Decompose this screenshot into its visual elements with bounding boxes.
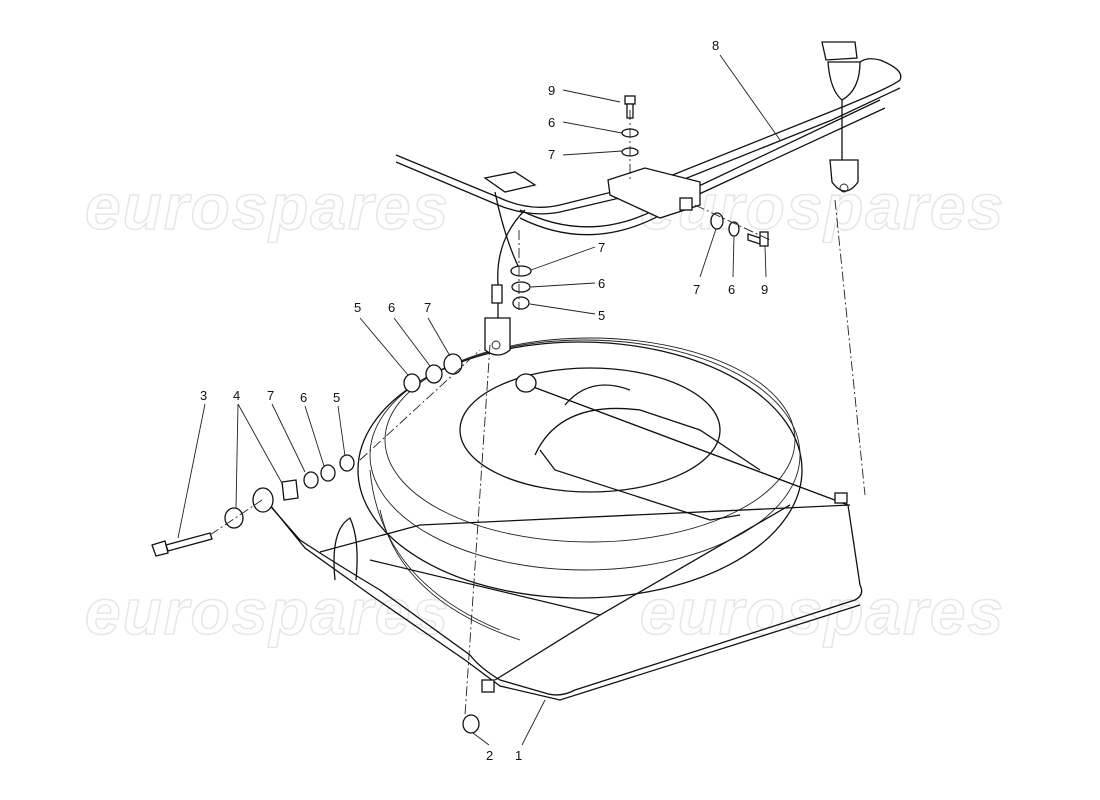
callout-2: 2 — [486, 748, 493, 763]
callout-numbers: 8 9 6 7 7 6 5 7 6 9 5 6 7 3 4 7 6 5 2 1 — [200, 38, 768, 763]
callout-5: 5 — [354, 300, 361, 315]
callout-7: 7 — [693, 282, 700, 297]
callout-7: 7 — [424, 300, 431, 315]
fasteners — [151, 95, 848, 734]
callout-4: 4 — [233, 388, 240, 403]
tyre-support-frame — [264, 381, 863, 701]
callout-5: 5 — [333, 390, 340, 405]
callout-9: 9 — [548, 83, 555, 98]
spare-tyre — [357, 337, 803, 641]
callout-3: 3 — [200, 388, 207, 403]
callout-7: 7 — [267, 388, 274, 403]
callout-6: 6 — [388, 300, 395, 315]
callout-7: 7 — [598, 240, 605, 255]
callout-9: 9 — [761, 282, 768, 297]
callout-6: 6 — [598, 276, 605, 291]
callout-6: 6 — [728, 282, 735, 297]
callout-8: 8 — [712, 38, 719, 53]
callout-6: 6 — [300, 390, 307, 405]
upper-rod-assembly — [395, 41, 902, 356]
leader-lines — [177, 54, 781, 746]
callout-5: 5 — [598, 308, 605, 323]
callout-1: 1 — [515, 748, 522, 763]
callout-6: 6 — [548, 115, 555, 130]
callout-7: 7 — [548, 147, 555, 162]
assembly-centerlines — [209, 110, 866, 716]
